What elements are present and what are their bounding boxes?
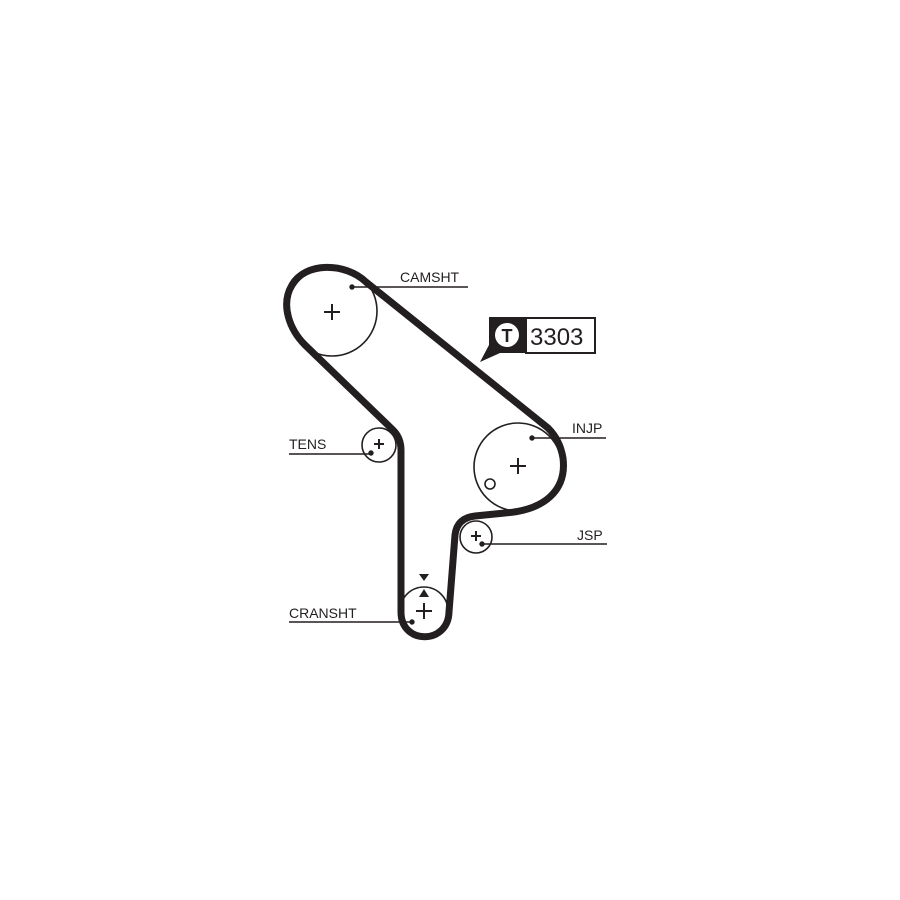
crankshaft-label: CRANSHT [289,605,357,621]
injection-pump-marker [484,478,496,490]
camshaft-label: CAMSHT [400,269,460,285]
part-number: 3303 [530,324,583,351]
tensioner-label: TENS [289,436,326,452]
jsp-pulley [459,520,493,554]
t-logo-icon [495,323,519,347]
injp-label: INJP [572,420,602,436]
timing-mark-bottom-icon [419,589,429,597]
timing-belt [283,263,567,641]
part-number-badge: T 3303 [480,317,596,362]
pulley-center-marks [324,304,526,619]
timing-mark-top-icon [419,574,429,581]
t-logo-letter: T [502,326,513,346]
tensioner-pulley [361,427,397,463]
jsp-label: JSP [577,527,603,543]
